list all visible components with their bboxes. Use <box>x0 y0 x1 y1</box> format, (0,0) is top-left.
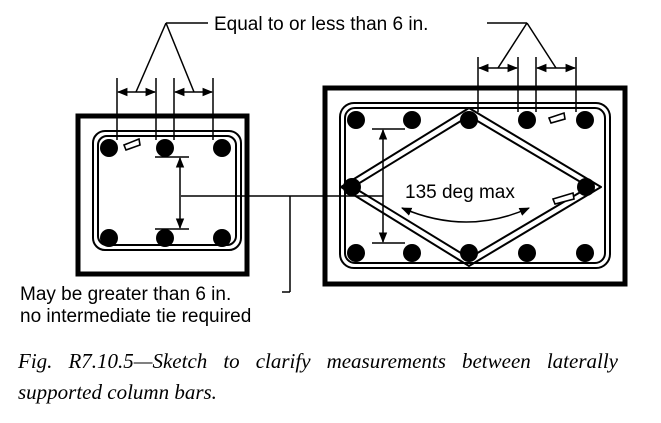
figure-caption: Fig. R7.10.5—Sketch to clarify measureme… <box>18 349 618 404</box>
bar <box>156 229 174 247</box>
top-spacing-label: Equal to or less than 6 in. <box>214 14 428 35</box>
bar <box>403 111 421 129</box>
bar <box>518 111 536 129</box>
bottom-label-leaders <box>181 195 383 293</box>
bar <box>100 139 118 157</box>
top-label-leaders <box>135 22 557 93</box>
bar <box>460 111 478 129</box>
rectangular-column <box>322 57 628 287</box>
bar <box>577 178 595 196</box>
angle-arc <box>401 207 530 223</box>
square-column-outline <box>75 113 250 277</box>
bar <box>576 111 594 129</box>
left-vertical-dimension <box>155 156 189 230</box>
bar <box>347 244 365 262</box>
bar <box>156 139 174 157</box>
bar <box>403 244 421 262</box>
bottom-label-line1: May be greater than 6 in. <box>20 284 231 305</box>
angle-label: 135 deg max <box>405 182 515 203</box>
square-column-tie-outer <box>92 130 242 251</box>
diamond-tie-hook <box>551 191 575 205</box>
column-tie-diagram: Equal to or less than 6 in. 135 deg max … <box>20 14 628 327</box>
bar <box>343 178 361 196</box>
right-vertical-dimension <box>372 128 405 244</box>
bottom-label-line2: no intermediate tie required <box>20 306 251 327</box>
bar <box>347 111 365 129</box>
rect-column-outline <box>322 85 628 287</box>
angle-label-mask <box>400 177 540 203</box>
bar <box>100 229 118 247</box>
bar <box>576 244 594 262</box>
rect-column-tie-outer <box>339 102 611 269</box>
bar <box>518 244 536 262</box>
square-tie-hook <box>122 137 141 152</box>
square-column <box>75 78 250 277</box>
bar <box>460 244 478 262</box>
rect-tie-hook <box>547 111 566 124</box>
bar <box>213 229 231 247</box>
bar <box>213 139 231 157</box>
